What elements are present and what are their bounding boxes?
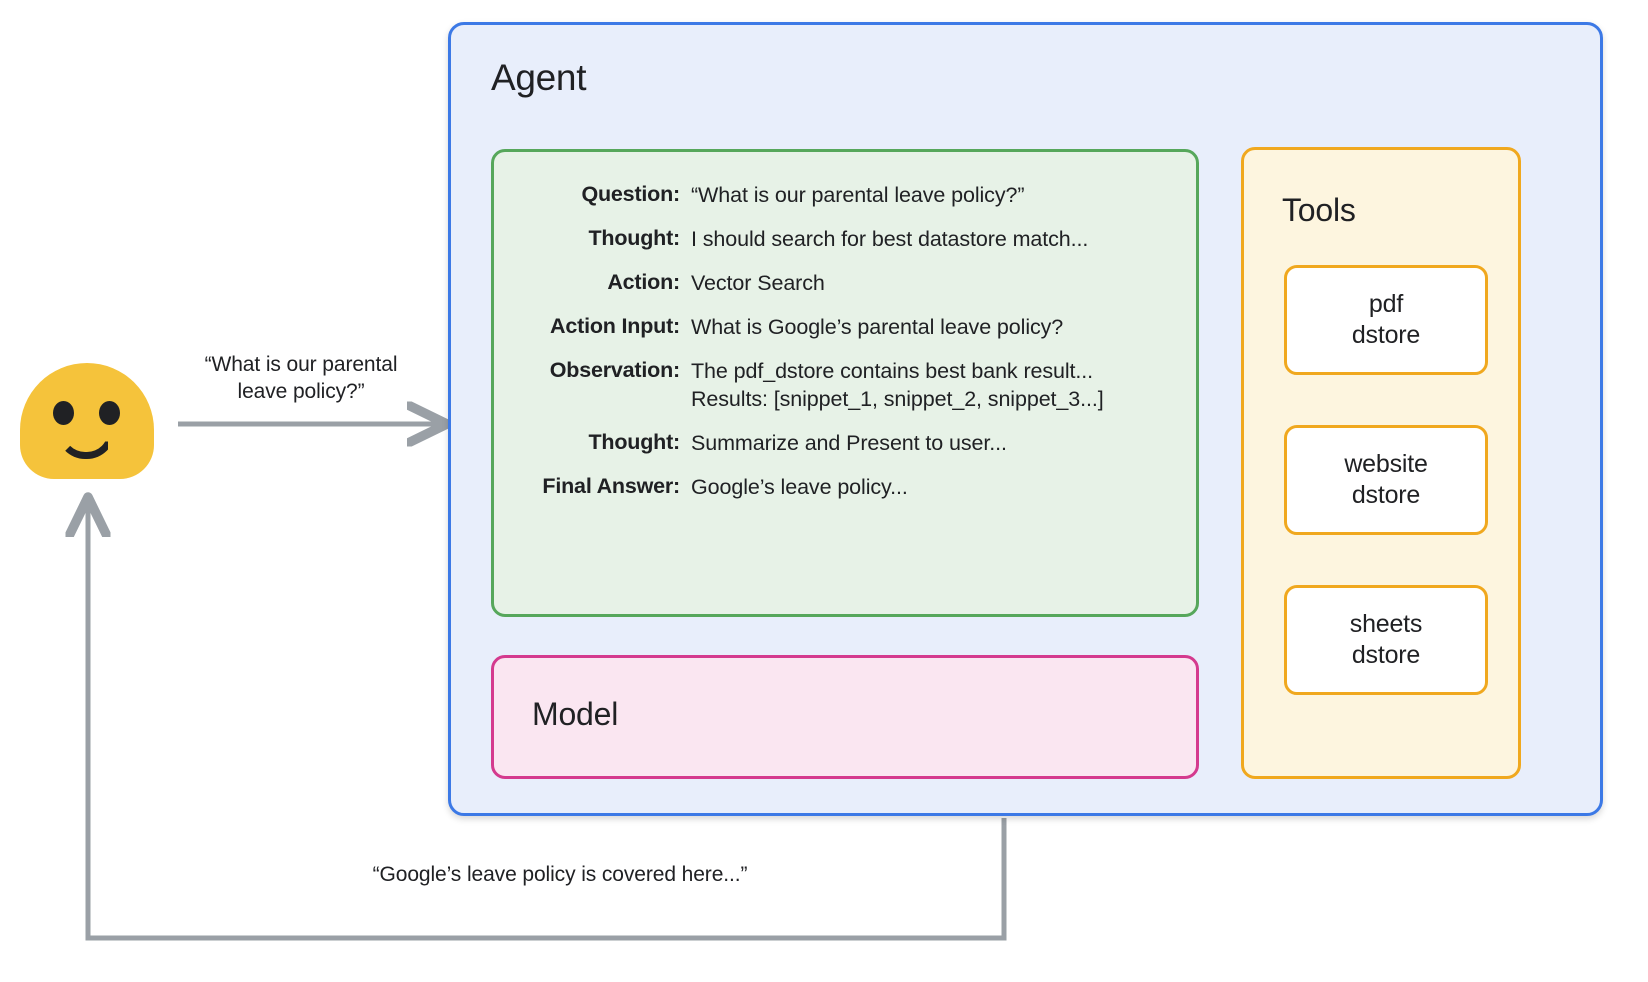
tools-title: Tools — [1282, 192, 1356, 228]
trace-label: Thought: — [588, 429, 680, 454]
tool-card-pdf-dstore[interactable]: pdf dstore — [1284, 265, 1488, 375]
trace-value: “What is our parental leave policy?” — [691, 183, 1025, 207]
trace-label: Action Input: — [550, 313, 680, 338]
model-title: Model — [532, 696, 619, 732]
trace-value: I should search for best datastore match… — [691, 226, 1089, 251]
reasoning-trace-panel: Question: “What is our parental leave pol… — [491, 149, 1199, 617]
trace-value: The pdf_dstore contains best bank result… — [691, 358, 1104, 411]
trace-label: Question: — [581, 182, 680, 206]
trace-value: Google’s leave policy... — [691, 474, 908, 499]
trace-value: What is Google’s parental leave policy? — [691, 314, 1064, 339]
trace-label: Final Answer: — [542, 473, 680, 498]
trace-value: Summarize and Present to user... — [691, 430, 1007, 455]
trace-value: Vector Search — [691, 270, 825, 295]
avatar-smile — [57, 431, 115, 459]
user-avatar — [20, 363, 154, 479]
trace-label: Thought: — [588, 225, 680, 250]
tool-card-sheets-dstore[interactable]: sheets dstore — [1284, 585, 1488, 695]
agent-container: Agent Question: “What is our parental lea… — [448, 22, 1603, 816]
avatar-left-eye — [53, 401, 74, 425]
reasoning-trace-list: Question: “What is our parental leave pol… — [494, 182, 1202, 502]
user-question-caption: “What is our parental leave policy?” — [204, 353, 398, 403]
avatar-head-shape — [20, 363, 154, 479]
tools-panel: Tools pdf dstore website dstore sheets d… — [1241, 147, 1521, 779]
model-panel: Model — [491, 655, 1199, 779]
agent-answer-caption: “Google’s leave policy is covered here..… — [372, 863, 748, 886]
trace-label: Action: — [607, 269, 680, 294]
tool-card-website-dstore[interactable]: website dstore — [1284, 425, 1488, 535]
trace-label: Observation: — [549, 357, 680, 382]
avatar-right-eye — [99, 401, 120, 425]
agent-title: Agent — [491, 57, 587, 98]
